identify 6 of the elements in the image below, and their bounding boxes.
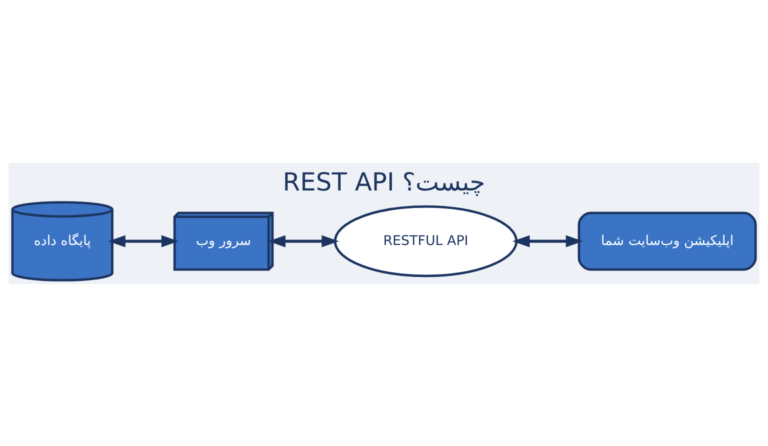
- node-box: اپلیکیشن وب‌سایت شما: [578, 211, 757, 270]
- arrow: [512, 234, 584, 247]
- node-ellipse: RESTFUL API: [334, 204, 518, 277]
- arrow: [108, 234, 179, 247]
- diagram-title: REST API چیست؟: [282, 167, 486, 196]
- arrow: [268, 234, 339, 247]
